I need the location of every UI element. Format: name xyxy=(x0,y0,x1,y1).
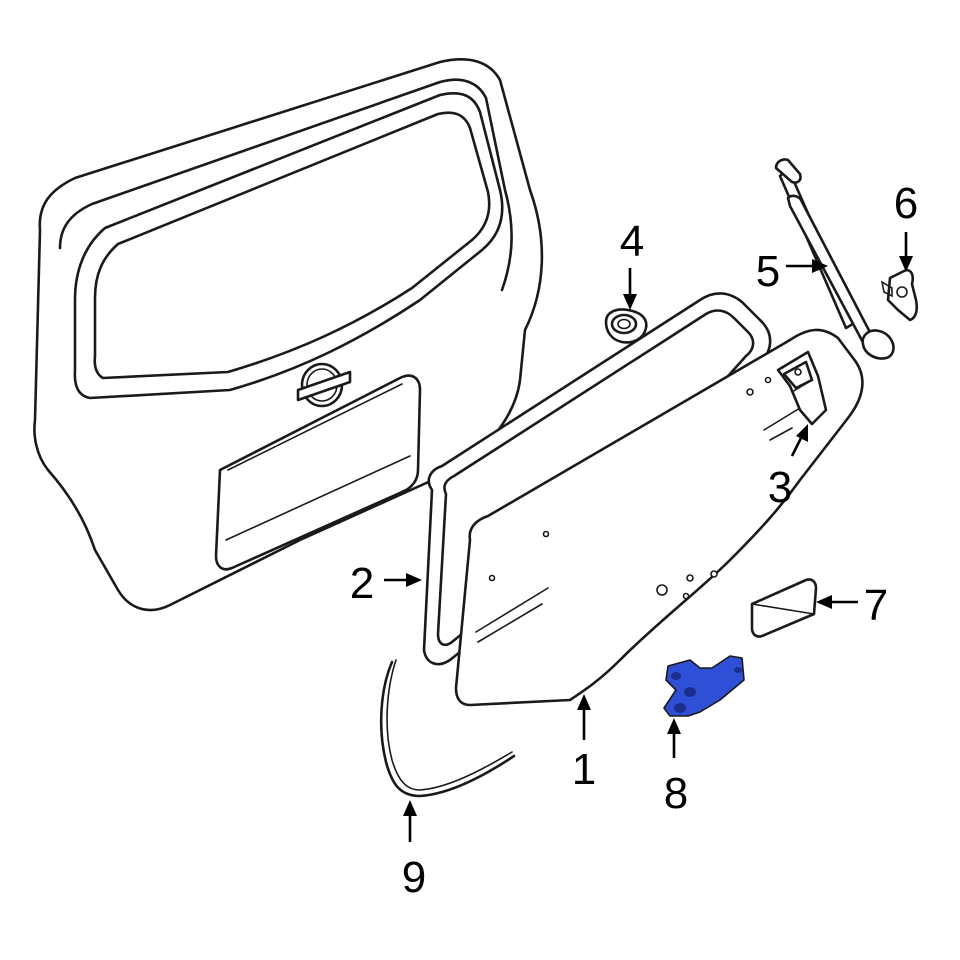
lift-gate xyxy=(33,58,544,612)
part-4-grommet[interactable] xyxy=(604,308,648,344)
callout-4: 4 xyxy=(620,217,644,266)
part-8-hinge-bracket[interactable] xyxy=(663,655,745,717)
leader-3 xyxy=(790,424,808,457)
leader-5 xyxy=(786,259,828,273)
part-6-clip[interactable] xyxy=(880,268,919,322)
callout-6: 6 xyxy=(894,179,918,228)
callout-2: 2 xyxy=(350,559,374,608)
callout-7: 7 xyxy=(864,581,888,630)
leader-4 xyxy=(623,268,637,310)
callout-8: 8 xyxy=(664,769,688,818)
callout-3: 3 xyxy=(768,463,792,512)
part-1-glass[interactable] xyxy=(454,328,864,707)
leader-8 xyxy=(667,718,681,758)
part-5-gas-strut[interactable] xyxy=(774,158,895,360)
part-7-pad[interactable] xyxy=(750,578,818,638)
leader-9 xyxy=(403,800,417,842)
emblem-icon xyxy=(296,362,352,408)
leader-6 xyxy=(899,232,913,272)
leader-1 xyxy=(577,694,591,740)
leader-2 xyxy=(384,573,422,587)
callout-9: 9 xyxy=(402,853,426,902)
leader-7 xyxy=(816,595,858,609)
callout-5: 5 xyxy=(756,247,780,296)
part-9-molding[interactable] xyxy=(379,659,516,798)
callout-1: 1 xyxy=(572,745,596,794)
part-3-glass-hinge[interactable] xyxy=(776,350,828,426)
